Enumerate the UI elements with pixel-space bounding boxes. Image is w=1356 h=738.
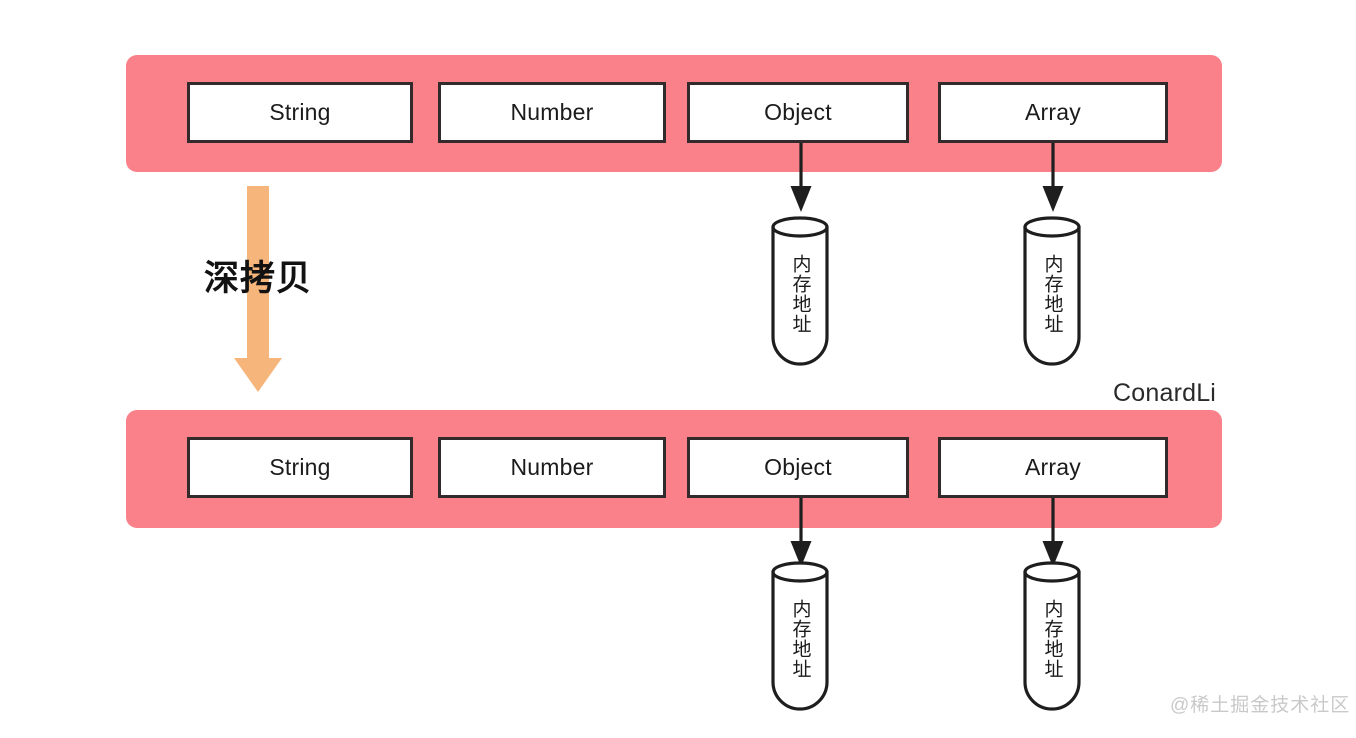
copy-type-box-array[interactable]: Array: [938, 437, 1168, 498]
deep-copy-label: 深拷贝: [204, 259, 313, 298]
source-object-pointer-arrow-icon: [788, 136, 814, 214]
source-type-box-object-label: Object: [764, 99, 832, 125]
copy-array-pointer-arrow-icon: [1040, 491, 1066, 569]
source-type-box-object[interactable]: Object: [687, 82, 909, 143]
copy-type-box-number[interactable]: Number: [438, 437, 666, 498]
site-watermark: @稀土掘金技术社区: [1170, 695, 1351, 716]
source-type-box-array-label: Array: [1025, 99, 1081, 125]
deep-copy-arrow-icon: [233, 186, 283, 394]
source-memory-address-cylinder-array: 内存地址: [1021, 213, 1083, 368]
source-type-box-string[interactable]: String: [187, 82, 413, 143]
source-array-pointer-arrow-icon: [1040, 136, 1066, 214]
copy-type-box-string[interactable]: String: [187, 437, 413, 498]
copy-type-box-number-label: Number: [510, 454, 594, 480]
source-type-box-number-label: Number: [510, 99, 594, 125]
copy-type-box-array-label: Array: [1025, 454, 1081, 480]
source-type-box-array[interactable]: Array: [938, 82, 1168, 143]
source-memory-address-cylinder-object: 内存地址: [769, 213, 831, 368]
copy-type-box-object[interactable]: Object: [687, 437, 909, 498]
copy-memory-address-cylinder-array: 内存地址: [1021, 558, 1083, 713]
copy-type-box-string-label: String: [269, 454, 331, 480]
copy-type-box-object-label: Object: [764, 454, 832, 480]
copy-memory-address-cylinder-object: 内存地址: [769, 558, 831, 713]
source-type-box-string-label: String: [269, 99, 331, 125]
copy-object-pointer-arrow-icon: [788, 491, 814, 569]
source-type-box-number[interactable]: Number: [438, 82, 666, 143]
author-signature: ConardLi: [1113, 379, 1217, 407]
